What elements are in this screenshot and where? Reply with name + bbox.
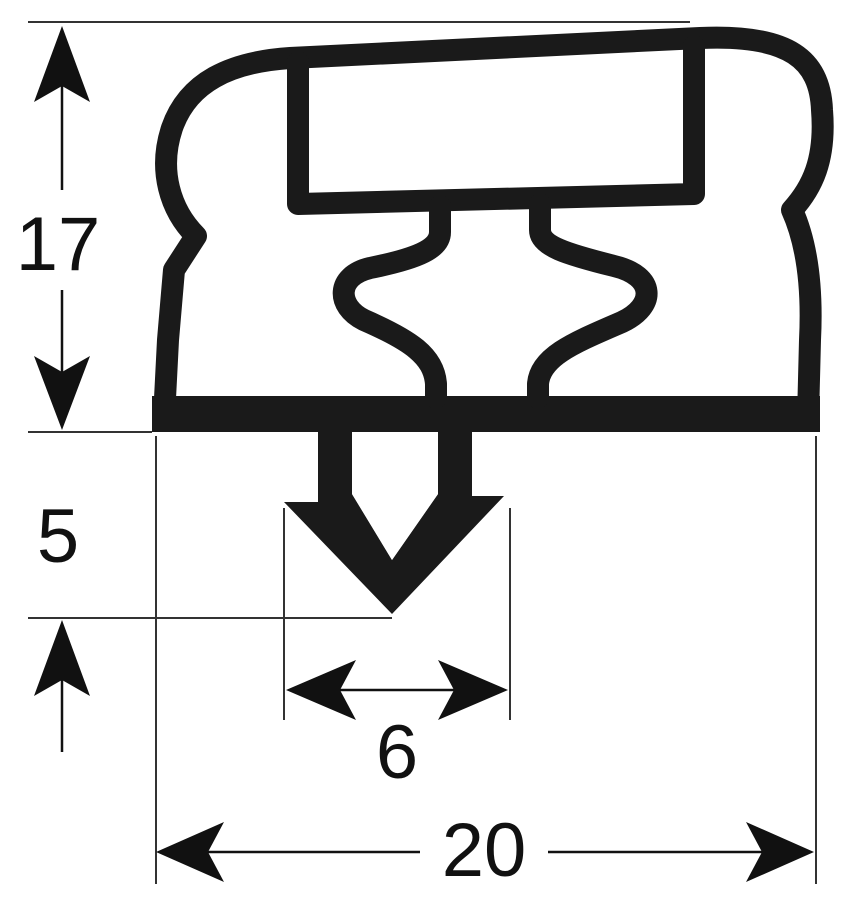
- dimension-width-total: 20: [156, 808, 814, 893]
- extension-lines: [28, 21, 817, 884]
- barb-hollow: [352, 432, 438, 560]
- bellows-right-wall: [527, 193, 658, 409]
- dim20-label: 20: [442, 808, 527, 893]
- dim20-arrow-right: [746, 822, 814, 882]
- dim17-arrow-down: [34, 356, 90, 430]
- dimension-height-upper: 17: [16, 26, 101, 430]
- dim6-arrow-right: [438, 660, 508, 720]
- dim6-label: 6: [376, 710, 418, 795]
- dim5-arrow-up: [34, 620, 90, 696]
- dim5-label: 5: [37, 494, 79, 579]
- barb-fin: [284, 430, 504, 614]
- dim17-arrow-up: [34, 26, 90, 102]
- dim17-label: 17: [16, 202, 101, 287]
- gasket-profile: [152, 26, 834, 614]
- dim20-arrow-left: [156, 822, 224, 882]
- bellows-left-wall: [332, 195, 451, 409]
- magnet-chamber: [287, 35, 705, 215]
- base-strip: [152, 396, 820, 432]
- dimension-width-inner: 6: [286, 660, 508, 795]
- outer-contour: [153, 26, 834, 429]
- dim6-arrow-left: [286, 660, 356, 720]
- dimension-height-lower: 5: [34, 494, 90, 752]
